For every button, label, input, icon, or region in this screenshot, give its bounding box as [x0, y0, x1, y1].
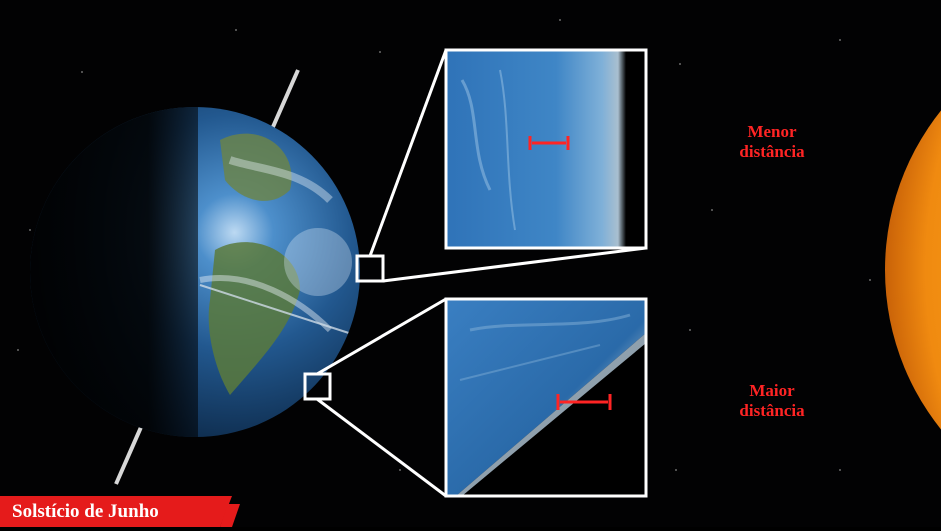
- caption-banner: Solstício de Junho: [0, 496, 245, 527]
- zoom-panel-near: [444, 48, 648, 250]
- label-greater-distance-line2: distância: [739, 401, 805, 420]
- label-shorter-distance: Menor distância: [702, 122, 842, 162]
- distance-marker-far: [556, 394, 612, 410]
- label-greater-distance: Maior distância: [702, 381, 842, 421]
- caption-title: Solstício de Junho: [12, 501, 159, 522]
- caption-banner-shape: [0, 496, 240, 527]
- earth: [30, 107, 360, 437]
- zoom-panel-far: [444, 297, 648, 498]
- label-greater-distance-line1: Maior: [749, 381, 795, 400]
- label-shorter-distance-line2: distância: [739, 142, 805, 161]
- zoom-marker-top: [355, 254, 385, 283]
- distance-marker-near: [528, 136, 570, 150]
- label-shorter-distance-line1: Menor: [747, 122, 797, 141]
- zoom-connectors: [316, 49, 647, 498]
- sun: [885, 110, 941, 430]
